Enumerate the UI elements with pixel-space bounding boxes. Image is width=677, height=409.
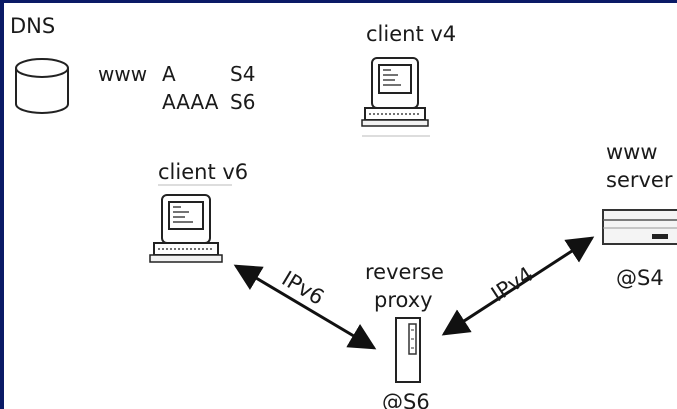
client-v4-label: client v4 bbox=[366, 22, 457, 46]
proxy-address: @S6 bbox=[382, 390, 430, 409]
ipv4-link-arrow bbox=[441, 236, 595, 336]
server-icon bbox=[602, 209, 677, 245]
dns-record-type-aaaa: AAAA bbox=[162, 90, 219, 114]
server-label-line2: server bbox=[606, 168, 673, 192]
proxy-label-line1: reverse bbox=[365, 260, 444, 284]
dns-record-name: www bbox=[98, 62, 148, 86]
proxy-label-line2: proxy bbox=[374, 288, 433, 312]
ipv6-link-arrow bbox=[233, 264, 377, 350]
client-v6-computer-icon bbox=[149, 184, 232, 263]
frame-left-border bbox=[0, 0, 4, 409]
dns-record-type-a: A bbox=[162, 62, 176, 86]
proxy-server-icon bbox=[395, 317, 421, 383]
frame-top-border bbox=[0, 0, 677, 3]
database-icon bbox=[15, 58, 69, 114]
client-v4-computer-icon bbox=[361, 57, 430, 137]
server-label-line1: www bbox=[606, 140, 658, 164]
dns-record-value-s4: S4 bbox=[230, 62, 256, 86]
dns-title: DNS bbox=[10, 14, 56, 38]
dns-record-value-s6: S6 bbox=[230, 90, 256, 114]
client-v6-label: client v6 bbox=[158, 160, 249, 184]
server-address: @S4 bbox=[616, 266, 664, 290]
